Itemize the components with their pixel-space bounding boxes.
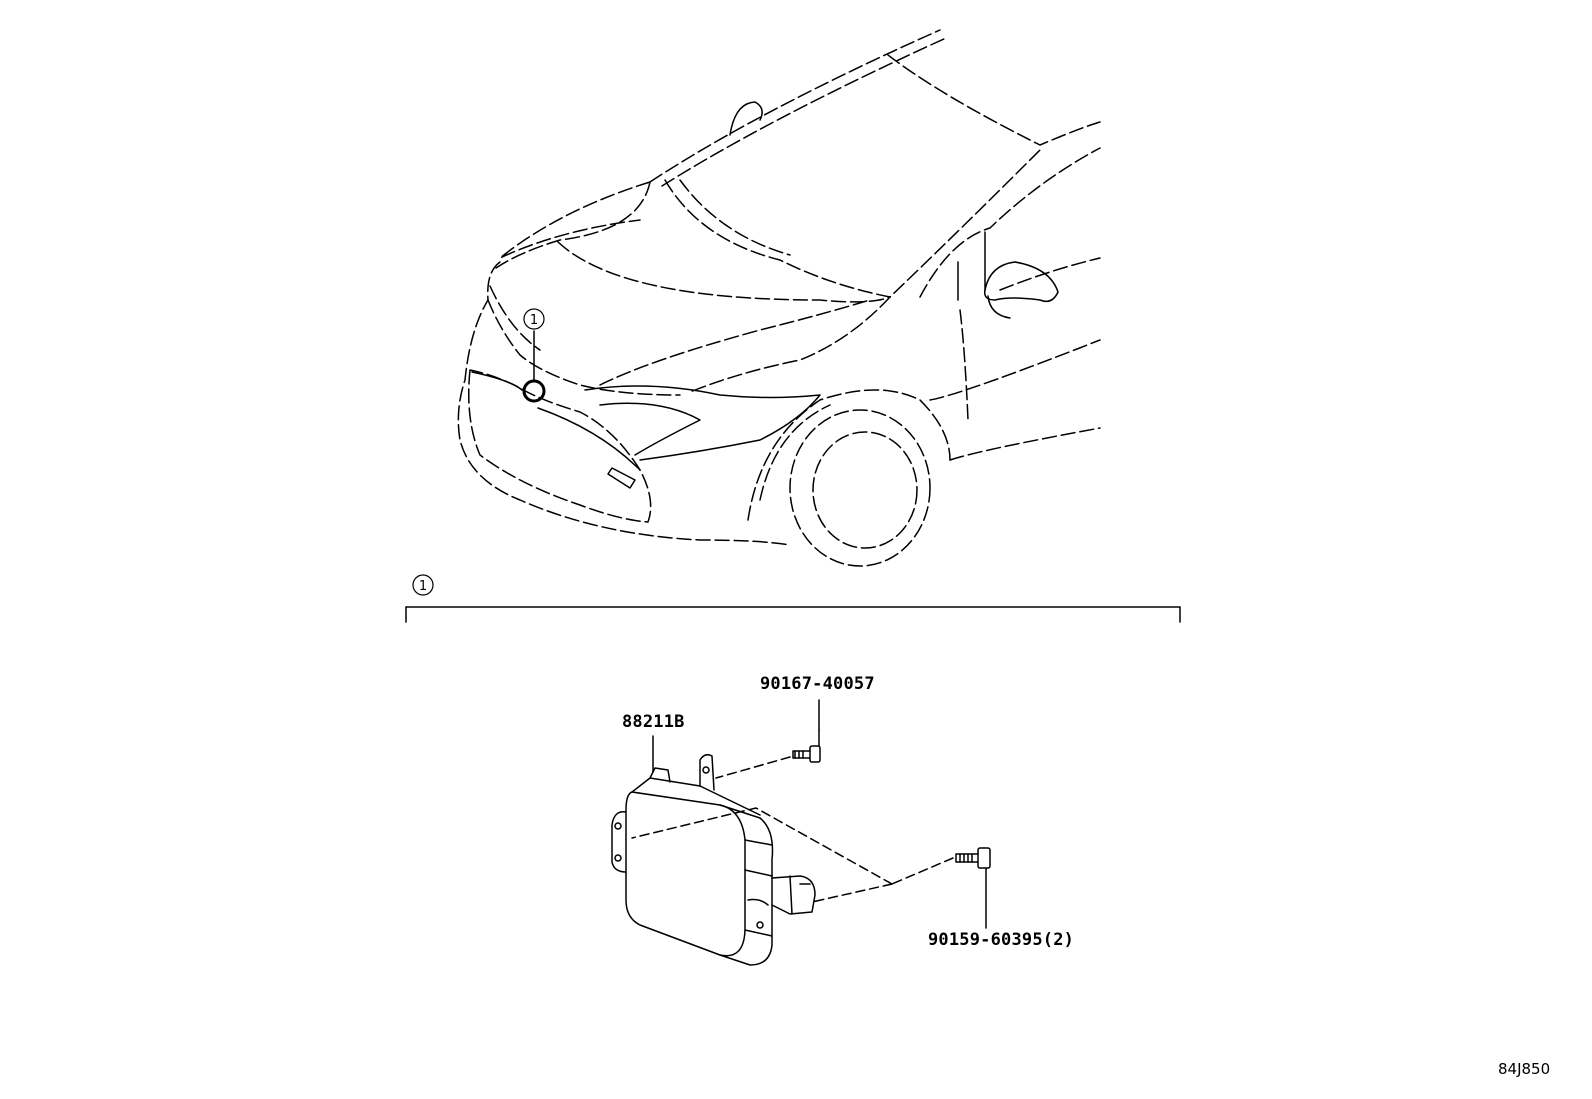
left-tab (611, 811, 627, 873)
car-front-bumper (457, 261, 791, 546)
car-hood (499, 181, 651, 259)
upper-bolt (792, 699, 821, 763)
lower-bolt-part-number[interactable]: 90159-60395(2) (928, 930, 1075, 950)
mounting-dash-lines (631, 807, 954, 903)
radar-sensor-module (611, 753, 816, 966)
car-windshield (664, 149, 1041, 298)
sensor-location-marker (522, 308, 546, 403)
upper-bolt-part-number[interactable]: 90167-40057 (760, 674, 875, 694)
car-wheel-arch (747, 389, 951, 521)
lower-bolt (955, 847, 991, 929)
detail-bracket (405, 574, 1181, 623)
car-wheel (789, 409, 931, 567)
upper-tab (699, 753, 715, 791)
connector (771, 875, 816, 915)
detail-callout-number: 1 (419, 579, 427, 594)
upper-bolt-leader-dash (715, 756, 791, 779)
car-roof-line (649, 29, 941, 183)
car-grille (468, 369, 652, 523)
car-side-mirror (983, 261, 1059, 303)
car-headlight (584, 385, 821, 461)
module-part-number[interactable]: 88211B (622, 712, 685, 732)
diagram-code: 84J850 (1498, 1060, 1551, 1078)
car-illustration (457, 29, 1101, 567)
car-callout-number: 1 (530, 313, 538, 328)
